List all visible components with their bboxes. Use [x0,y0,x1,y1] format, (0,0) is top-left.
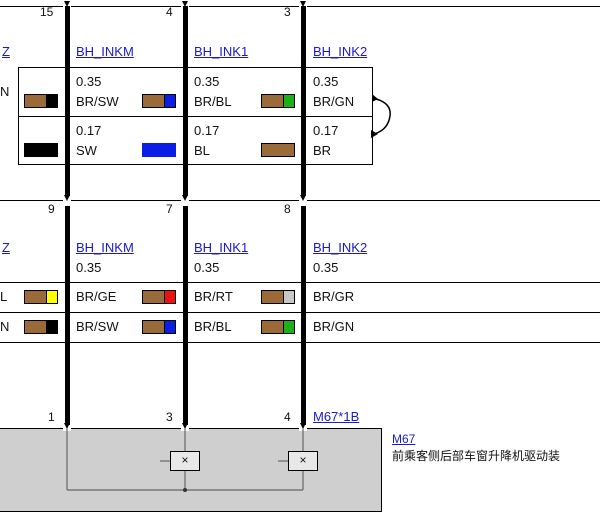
wire-color-code: BR/SW [76,94,119,109]
wire-color-code: BR/GN [313,94,355,109]
wire-gauge: 0.35 [313,260,339,275]
module-link-m67[interactable]: M67 [392,432,416,446]
wire-color-chip [142,94,176,108]
wire-gauge: 0.17 [194,123,220,138]
pin-marker [63,195,71,203]
link-bh-ink1-mid[interactable]: BH_INK1 [194,240,249,255]
wire-color-code: BR/BL [194,319,232,334]
link-bh-inkm-mid[interactable]: BH_INKM [76,240,134,255]
pin-number-3: 3 [166,410,173,424]
table-right-border [372,67,373,165]
wire-color-chip [142,290,176,304]
pin-number-8: 8 [284,202,291,216]
table-left-border [18,67,19,165]
wire-color-code: BR/GN [313,319,355,334]
wire-inkm-upper [65,6,70,196]
wire-color-chip [142,320,176,334]
table-mid-border [18,116,372,117]
module-description: 前乘客侧后部车窗升降机驱动装 [392,449,561,463]
table-top-border [18,67,372,68]
wire-color-chip [24,143,58,157]
link-bh-ink2-top[interactable]: BH_INK2 [313,44,368,59]
row-line [0,312,600,313]
wire-color-chip [24,320,58,334]
pin-marker [299,195,307,203]
wire-color-chip [261,94,295,108]
pin-marker [181,195,189,203]
switch-contact-icon: × [288,451,318,471]
row-line [0,282,600,283]
wire-color-code: BR/SW [76,319,119,334]
pin-number-15: 15 [40,5,54,19]
twisted-pair-arrow-icon [371,94,391,138]
wire-color-code: BR/BL [194,94,232,109]
wire-color-chip [261,320,295,334]
wire-color-code: BL [194,143,210,158]
pin-number-9: 9 [48,202,55,216]
edge-link-label[interactable]: Z [2,44,10,59]
wire-color-chip [261,143,295,157]
wire-gauge: 0.35 [76,74,102,89]
wire-color-code: BR [313,143,332,158]
switch-contact-icon: × [170,451,200,471]
wire-color-code: SW [76,143,97,158]
wire-ink1-lower [183,206,188,426]
wire-ink2-upper [301,6,306,196]
wire-inkm-lower [65,206,70,426]
link-bh-inkm-top[interactable]: BH_INKM [76,44,134,59]
pin-number-4: 4 [284,410,291,424]
pin-number-3: 3 [284,5,291,19]
wire-color-code: BR/RT [194,289,233,304]
row-left-letter: N [0,319,10,334]
row-left-letter: L [0,289,8,304]
wire-gauge: 0.17 [76,123,102,138]
link-bh-ink1-top[interactable]: BH_INK1 [194,44,249,59]
wire-color-code: BR/GE [76,289,117,304]
wire-gauge: 0.17 [313,123,339,138]
row-line [0,342,600,343]
row-left-letter: N [0,84,10,99]
wire-gauge: 0.35 [194,74,220,89]
pin-number-4: 4 [166,5,173,19]
pin-number-1: 1 [48,410,55,424]
wire-color-chip [24,290,58,304]
wire-gauge: 0.35 [76,260,102,275]
wire-gauge: 0.35 [313,74,339,89]
link-bh-ink2-mid[interactable]: BH_INK2 [313,240,368,255]
wire-color-chip [261,290,295,304]
wire-color-code: BR/GR [313,289,355,304]
edge-link-label[interactable]: Z [2,240,10,255]
table-bottom-border [18,164,372,165]
wire-gauge: 0.35 [194,260,220,275]
wire-color-chip [24,94,58,108]
wire-ink2-lower [301,206,306,426]
wire-color-chip [142,143,176,157]
wire-ink1-upper [183,6,188,196]
pin-number-7: 7 [166,202,173,216]
connector-link-m67-1b[interactable]: M67*1B [313,409,360,424]
